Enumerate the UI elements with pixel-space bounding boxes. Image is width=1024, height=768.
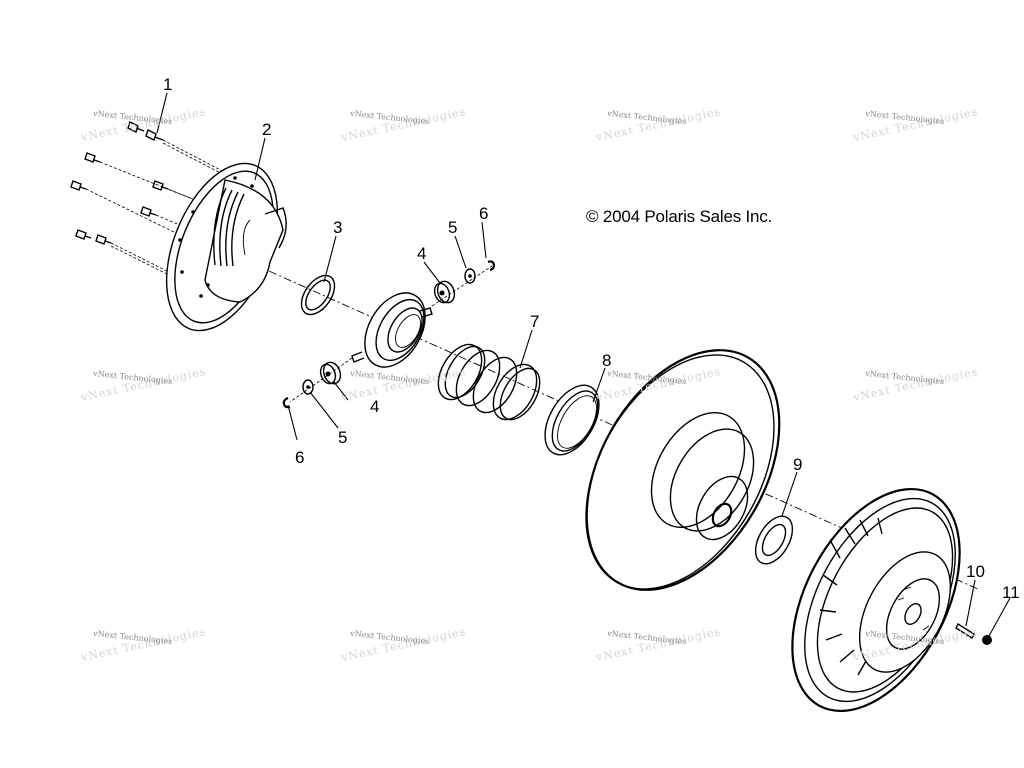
callout-11: 11: [1002, 583, 1020, 602]
callout-4-upper: 4: [417, 244, 426, 263]
callout-9: 9: [793, 455, 802, 474]
nut: [982, 635, 992, 645]
callout-6-upper: 6: [479, 204, 488, 223]
pin: [955, 622, 975, 640]
screw: [140, 206, 183, 227]
retaining-ring: [300, 274, 336, 316]
screw: [127, 121, 145, 133]
screw: [95, 234, 176, 279]
helix-cam-cover: [165, 162, 287, 332]
roller-lower: [319, 361, 342, 385]
roller-hub: [351, 292, 433, 368]
washer-upper: [464, 268, 476, 284]
callout-1: 1: [163, 75, 172, 94]
callout-3: 3: [333, 218, 342, 237]
shim-washer: [754, 515, 794, 565]
spring: [437, 343, 541, 421]
callouts: 1 2 3 4 5 6 7 8 4 5 6 9 10 11: [163, 75, 1020, 602]
screw: [152, 180, 196, 201]
washer-lower: [302, 379, 314, 395]
callout-7: 7: [530, 312, 539, 331]
e-clip-upper: [487, 260, 496, 272]
screw: [145, 129, 231, 179]
callout-6-lower: 6: [295, 448, 304, 467]
movable-sheave: [585, 349, 781, 591]
callout-5-upper: 5: [448, 218, 457, 237]
roller-lower-axis: [289, 357, 353, 403]
copyright-notice: © 2004 Polaris Sales Inc.: [586, 207, 773, 226]
callout-4-lower: 4: [370, 397, 379, 416]
leader-lines: [156, 92, 1011, 637]
spring-seat: [544, 384, 600, 456]
callout-10: 10: [966, 562, 985, 581]
roller-upper-axis: [431, 265, 493, 307]
fixed-sheave: [791, 487, 961, 713]
e-clip-lower: [282, 396, 291, 409]
callout-5-lower: 5: [338, 428, 347, 447]
screw: [75, 229, 92, 240]
callout-8: 8: [602, 351, 611, 370]
screw: [70, 180, 181, 236]
screws-group: [70, 121, 231, 279]
callout-2: 2: [262, 120, 271, 139]
roller-upper: [433, 280, 456, 304]
